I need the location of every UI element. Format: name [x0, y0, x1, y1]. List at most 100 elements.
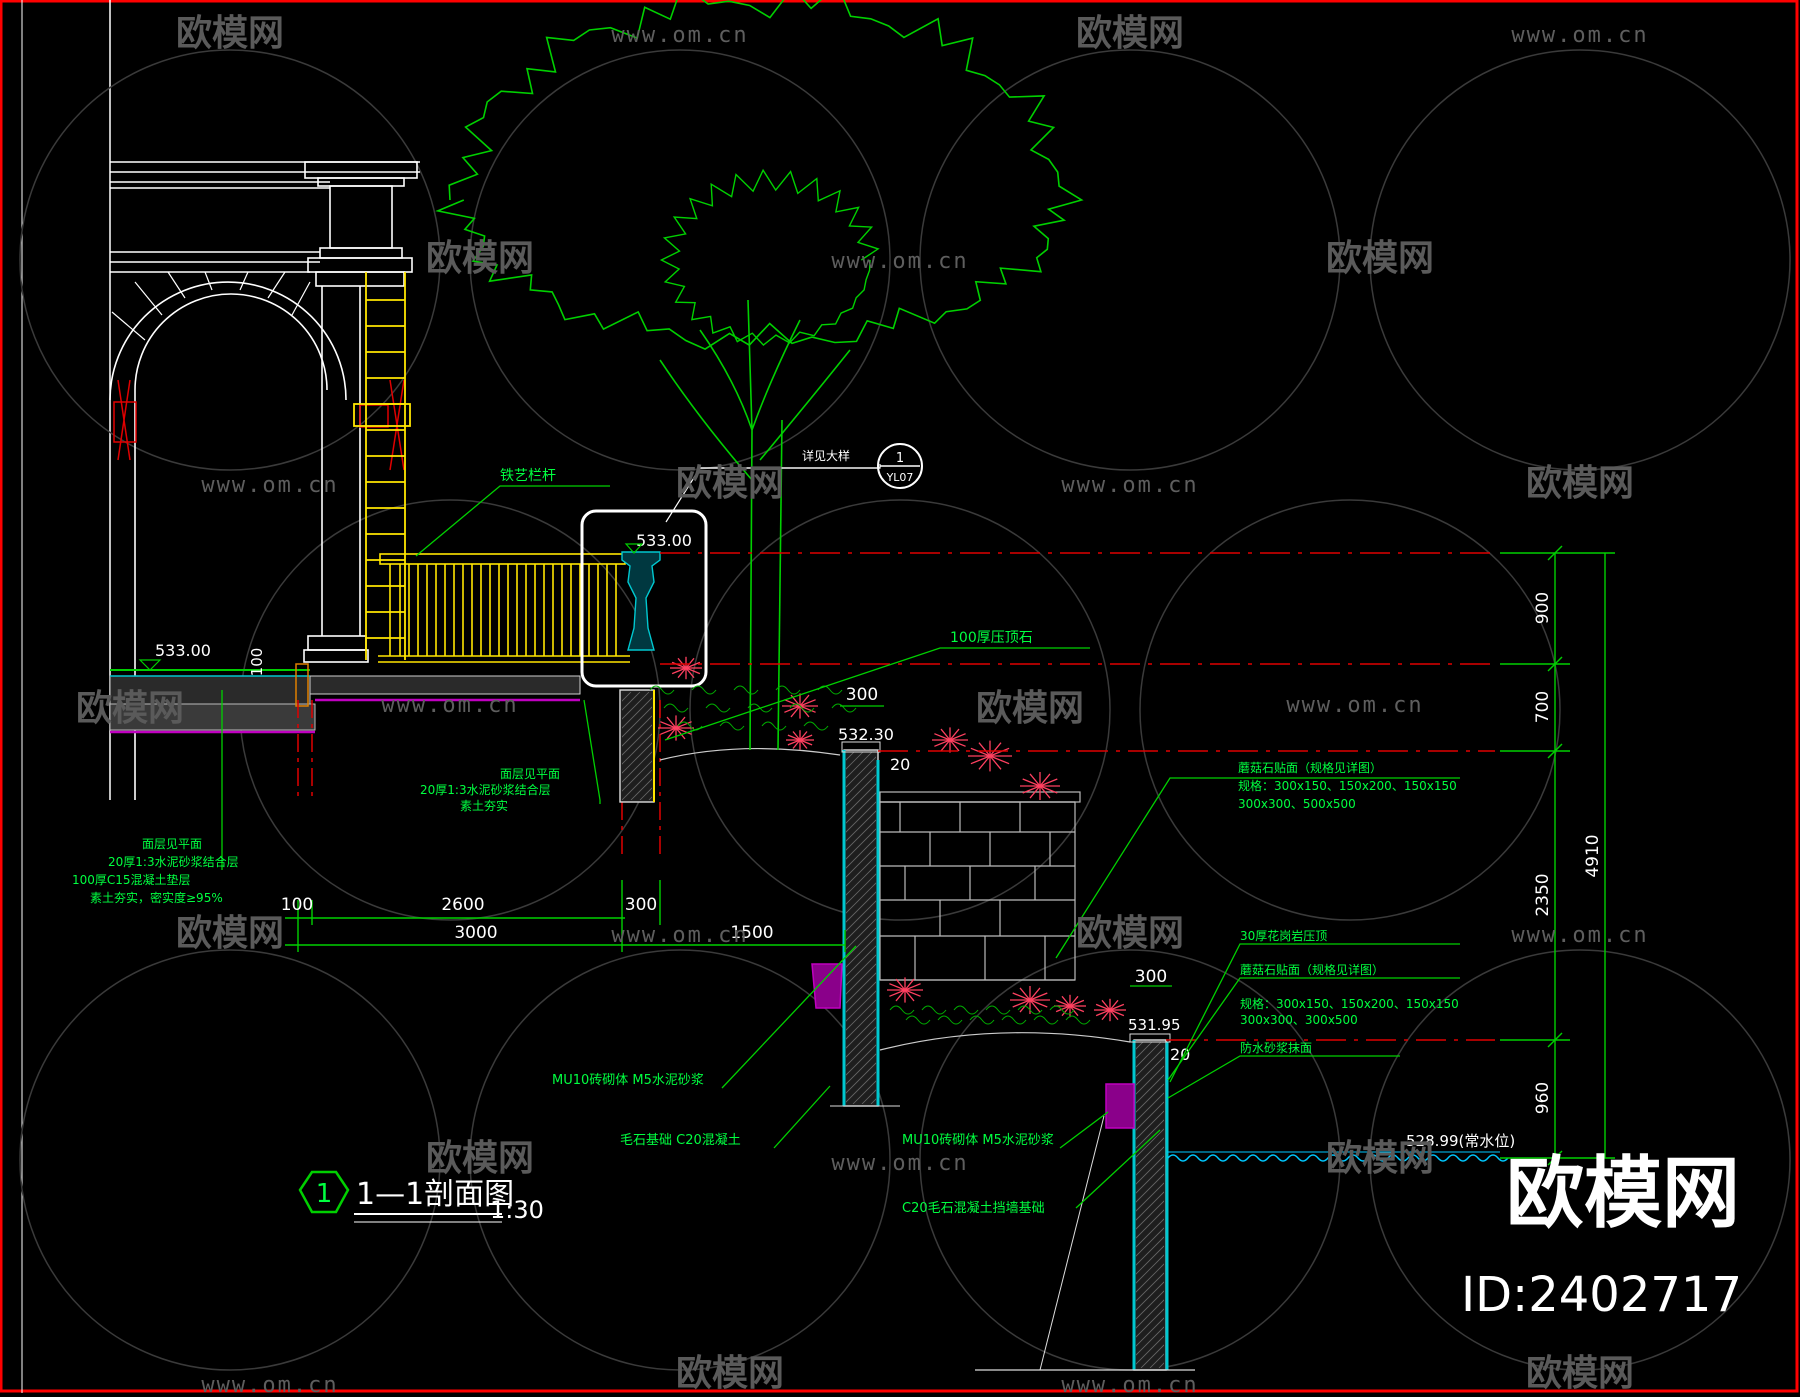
svg-text:面层见平面: 面层见平面	[142, 837, 202, 851]
shrub-plants	[658, 656, 1126, 1022]
upper-retaining-wall	[619, 689, 655, 803]
railing	[378, 553, 630, 663]
callout-sheet: YL07	[886, 471, 914, 484]
dim-left-100: 100	[248, 648, 266, 677]
svg-text:20厚1:3水泥砂浆结合层: 20厚1:3水泥砂浆结合层	[420, 782, 551, 797]
note-wall-face-mid: 蘑菇石贴面（规格见详图） 规格：300x150、150x200、150x150 …	[1238, 760, 1457, 811]
building-facade	[109, 161, 420, 800]
dim-bottom-100: 100	[281, 895, 313, 915]
lower-soil-line	[879, 1032, 1131, 1051]
elev-terrace-marker	[138, 659, 162, 671]
dim-mid-300: 300	[846, 685, 878, 705]
svg-text:欧模网: 欧模网	[176, 13, 284, 54]
mid-retaining-wall	[811, 741, 900, 1107]
elev-railing-marker	[624, 543, 644, 554]
title-number: 1	[316, 1179, 333, 1209]
svg-text:欧模网: 欧模网	[176, 913, 284, 954]
svg-text:欧模网: 欧模网	[1326, 1138, 1434, 1179]
note-wall-body-mid: MU10砖砌体 M5水泥砂浆	[552, 1073, 704, 1088]
dim-960: 960	[1533, 1082, 1553, 1114]
svg-text:规格：300x150、150x200、150x150: 规格：300x150、150x200、150x150	[1240, 996, 1459, 1011]
svg-text:www.om.cn: www.om.cn	[1511, 923, 1648, 948]
dim-900: 900	[1533, 592, 1553, 624]
note-cap-low: 30厚花岗岩压顶	[1240, 928, 1327, 943]
svg-text:www.om.cn: www.om.cn	[831, 249, 968, 274]
elev-low-wall: 531.95	[1128, 1016, 1181, 1034]
svg-text:欧模网: 欧模网	[1076, 913, 1184, 954]
svg-text:欧模网: 欧模网	[1076, 13, 1184, 54]
note-wall-footing-low: C20毛石混凝土挡墙基础	[902, 1200, 1045, 1216]
svg-text:素土夯实: 素土夯实	[460, 798, 508, 813]
drawing-scale: 1:30	[490, 1196, 544, 1224]
callout-number: 1	[896, 451, 904, 466]
svg-text:面层见平面: 面层见平面	[500, 767, 560, 781]
svg-text:欧模网: 欧模网	[76, 688, 184, 729]
svg-text:www.om.cn: www.om.cn	[381, 693, 518, 718]
title-bubble	[298, 1170, 350, 1214]
bottom-dimension-lines	[285, 880, 846, 952]
note-railing: 铁艺栏杆	[500, 468, 556, 484]
level-lines	[660, 552, 1495, 1041]
water-level-wave	[1167, 1154, 1509, 1162]
callout-label: 详见大样	[802, 448, 850, 463]
svg-text:欧模网: 欧模网	[676, 463, 784, 504]
svg-text:www.om.cn: www.om.cn	[611, 23, 748, 48]
svg-text:蘑菇石贴面（规格见详图）: 蘑菇石贴面（规格见详图）	[1238, 760, 1382, 775]
svg-text:欧模网: 欧模网	[1526, 463, 1634, 504]
svg-text:100厚C15混凝土垫层: 100厚C15混凝土垫层	[72, 872, 191, 887]
detail-highlight-box	[580, 509, 708, 688]
terrace-slab	[109, 663, 581, 734]
planting-soil-line	[659, 747, 841, 761]
baluster-post	[621, 551, 661, 651]
dim-bottom-2600: 2600	[441, 895, 484, 915]
svg-text:20厚1:3水泥砂浆结合层: 20厚1:3水泥砂浆结合层	[108, 854, 239, 869]
tree	[435, 0, 1084, 751]
svg-text:欧模网: 欧模网	[1326, 238, 1434, 279]
note-floor-build: 面层见平面 20厚1:3水泥砂浆结合层 100厚C15混凝土垫层 素土夯实，密实…	[72, 837, 239, 905]
elev-water: 528.99(常水位)	[1406, 1132, 1515, 1150]
svg-text:欧模网: 欧模网	[426, 238, 534, 279]
elev-mid-wall: 532.30	[838, 725, 894, 744]
elev-terrace-floor: 533.00	[155, 641, 211, 660]
centerlines	[297, 700, 661, 860]
svg-text:www.om.cn: www.om.cn	[1061, 473, 1198, 498]
note-wall-body-low: MU10砖砌体 M5水泥砂浆	[902, 1133, 1054, 1148]
svg-text:www.om.cn: www.om.cn	[1061, 1373, 1198, 1393]
dim-2350: 2350	[1533, 873, 1553, 916]
callout-bubble	[877, 443, 923, 489]
right-dimension-lines	[1500, 545, 1615, 1166]
svg-text:www.om.cn: www.om.cn	[831, 1151, 968, 1176]
dim-700: 700	[1533, 691, 1553, 723]
groundcover-plants	[649, 685, 1091, 1025]
dim-bottom-3000: 3000	[454, 923, 497, 943]
dim-mid-20: 20	[890, 755, 910, 774]
svg-text:欧模网: 欧模网	[676, 1353, 784, 1393]
note-drain-low: 防水砂浆抹面	[1240, 1040, 1312, 1055]
section-cut-markers	[113, 379, 405, 471]
dim-4910: 4910	[1583, 834, 1603, 877]
svg-text:300x300、500x500: 300x300、500x500	[1238, 797, 1356, 811]
note-terrace-build: 面层见平面 20厚1:3水泥砂浆结合层 素土夯实	[420, 767, 560, 813]
yellow-ladder-column	[353, 272, 411, 660]
arch-voussoirs	[111, 271, 311, 341]
svg-text:规格：300x150、150x200、150x150: 规格：300x150、150x200、150x150	[1238, 778, 1457, 793]
stone-veneer-wall	[879, 791, 1081, 981]
brand-id: ID:2402717	[1460, 1267, 1742, 1323]
svg-text:300x300、300x500: 300x300、300x500	[1240, 1013, 1358, 1027]
svg-text:www.om.cn: www.om.cn	[611, 923, 748, 948]
dim-bottom-300: 300	[625, 895, 657, 915]
svg-text:www.om.cn: www.om.cn	[1286, 693, 1423, 718]
elev-railing-top: 533.00	[636, 531, 692, 550]
dim-bottom-1500: 1500	[730, 923, 773, 943]
svg-text:蘑菇石贴面（规格见详图）: 蘑菇石贴面（规格见详图）	[1240, 962, 1384, 977]
dim-low-300: 300	[1135, 967, 1167, 987]
dim-low-20: 20	[1170, 1045, 1190, 1064]
svg-text:www.om.cn: www.om.cn	[1511, 23, 1648, 48]
drawing-title: 1—1剖面图	[356, 1177, 514, 1212]
note-wall-footing-mid: 毛石基础 C20混凝土	[620, 1132, 741, 1148]
svg-text:欧模网: 欧模网	[1526, 1353, 1634, 1393]
svg-text:欧模网: 欧模网	[426, 1138, 534, 1179]
